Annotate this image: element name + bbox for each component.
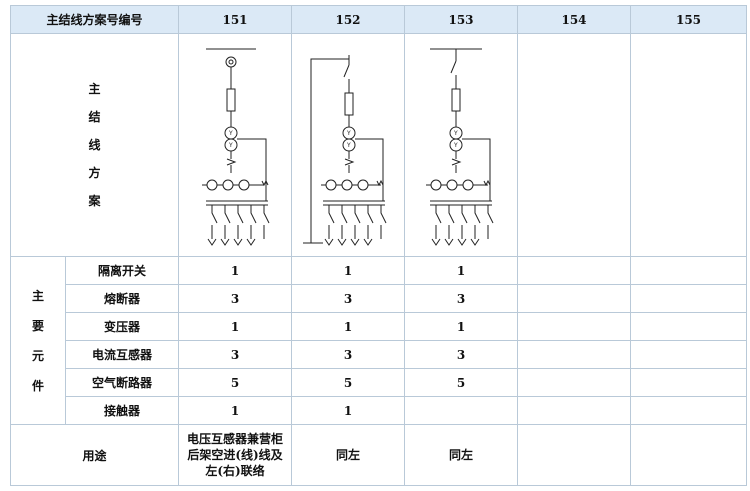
component-count [630,312,748,341]
main-wiring-table: 主结线方案号编号 151 152 153 154 155 主结线方案 Y Y [9,5,748,486]
component-count: 3 [404,284,519,313]
svg-text:Y: Y [453,130,458,137]
component-count: 3 [291,284,406,313]
svg-text:Y: Y [228,130,233,137]
header-row: 主结线方案号编号 151 152 153 154 155 [9,5,748,34]
component-count: 5 [291,368,406,397]
wiring-diagram-151: Y Y [202,48,270,246]
component-count: 3 [404,340,519,369]
component-count: 1 [178,256,293,285]
usage-label: 用途 [9,424,180,486]
header-label: 主结线方案号编号 [9,5,180,34]
diagram-cell-3: Y Y [404,33,519,257]
component-row: 空气断路器 5 5 5 [11,368,748,397]
component-count [630,368,748,397]
component-count [404,396,519,425]
component-count: 3 [178,284,293,313]
diagram-label: 主结线方案 [88,82,101,208]
svg-text:Y: Y [346,142,351,149]
usage-value: 同左 [404,424,519,486]
component-row: 变压器 1 1 1 [11,312,748,341]
svg-text:Y: Y [228,142,233,149]
component-count [517,368,632,397]
component-count: 1 [291,396,406,425]
component-count: 3 [178,340,293,369]
component-row: 主要元件 隔离开关 1 1 1 [10,256,748,425]
scheme-number-1: 151 [178,5,293,34]
component-count [517,396,632,425]
wiring-diagram-153: Y Y [426,48,494,246]
scheme-number-5: 155 [630,5,748,34]
component-count [630,256,748,285]
component-count [630,340,748,369]
diagram-label-cell: 主结线方案 [9,33,180,257]
diagram-cell-2: Y Y [291,33,406,257]
component-count [517,340,632,369]
scheme-number-2: 152 [291,5,406,34]
component-count [517,284,632,313]
component-name: 熔断器 [64,284,180,313]
usage-value: 电压互感器兼营柜 后架空进(线)线及 左(右)联络 [178,424,293,486]
component-name: 空气断路器 [64,368,180,397]
component-count: 1 [404,312,519,341]
usage-value: 同左 [291,424,406,486]
components-label: 主要元件 [31,288,44,393]
component-count: 1 [291,312,406,341]
scheme-number-4: 154 [517,5,632,34]
component-count [630,396,748,425]
component-row: 熔断器 3 3 3 [11,284,748,313]
component-count: 1 [178,396,293,425]
svg-text:Y: Y [346,130,351,137]
usage-row: 用途 电压互感器兼营柜 后架空进(线)线及 左(右)联络 同左 同左 [9,424,748,486]
diagram-cell-5 [630,33,748,257]
component-row: 电流互感器 3 3 3 [11,340,748,369]
wiring-diagram-152: Y Y [303,55,387,246]
component-count [517,312,632,341]
scheme-sheet: 主结线方案号编号 151 152 153 154 155 主结线方案 Y Y [9,5,748,488]
component-count [630,284,748,313]
component-count: 1 [178,312,293,341]
component-count: 1 [291,256,406,285]
component-name: 接触器 [64,396,180,425]
component-name: 电流互感器 [64,340,180,369]
component-count: 5 [178,368,293,397]
usage-value [517,424,632,486]
component-count: 3 [291,340,406,369]
component-row: 接触器 1 1 [11,396,748,425]
component-count: 1 [404,256,519,285]
svg-text:Y: Y [453,142,458,149]
components-label-cell: 主要元件 [10,256,66,425]
diagram-cell-4 [517,33,632,257]
component-count [517,256,632,285]
component-count: 5 [404,368,519,397]
component-name: 变压器 [64,312,180,341]
component-name: 隔离开关 [64,256,180,285]
usage-value [630,424,748,486]
diagram-cell-1: Y Y [178,33,293,257]
scheme-number-3: 153 [404,5,519,34]
diagram-row: 主结线方案 Y Y [9,33,748,257]
